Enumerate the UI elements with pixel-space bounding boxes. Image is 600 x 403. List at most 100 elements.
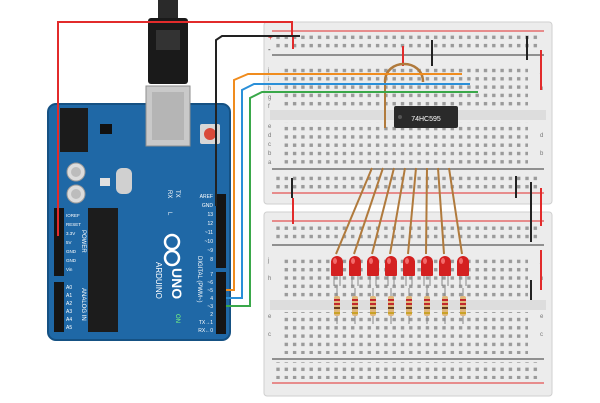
resistor	[334, 288, 340, 324]
digital-header-top	[216, 194, 226, 268]
rx-label: RX	[166, 190, 172, 198]
row-letter: b	[268, 151, 272, 157]
digital-label: DIGITAL (PWM~)	[196, 256, 202, 303]
chip-label: 74HC595	[411, 116, 441, 123]
row-letter: e	[540, 314, 544, 320]
pin-label: A3	[66, 309, 72, 315]
led	[331, 256, 343, 276]
pin-label: ~5	[207, 288, 213, 294]
led	[403, 256, 415, 276]
row-letter: h	[268, 276, 271, 282]
led	[349, 256, 361, 276]
pin-label: Vin	[66, 267, 73, 272]
led-jumper-wire	[335, 167, 373, 255]
pin-label: A1	[66, 293, 72, 299]
rail-jumpers	[291, 36, 542, 300]
analog-label: ANALOG IN	[80, 288, 86, 321]
pin-label: ~3	[207, 304, 213, 310]
pin-label: RESET	[66, 222, 81, 227]
pin-label: 4	[210, 296, 213, 302]
led	[439, 256, 451, 276]
tx-label: TX	[174, 190, 180, 198]
pin-label: 2	[210, 312, 213, 318]
led	[457, 256, 469, 276]
pin-label: GND	[66, 249, 77, 254]
pin-label: A4	[66, 317, 72, 323]
row-letter: c	[540, 332, 543, 338]
usb-cable	[148, 0, 188, 84]
pin-label: GND	[66, 258, 77, 263]
pin-label: A0	[66, 285, 72, 291]
pin-label: ~10	[205, 239, 214, 245]
row-letter: b	[540, 151, 544, 157]
bottom-breadboard: j h e c j h e c	[263, 211, 553, 397]
led-jumper-wire	[371, 167, 395, 255]
power-header	[54, 208, 64, 276]
rail-minus-label: -	[268, 45, 271, 54]
row-letter: j	[267, 68, 269, 74]
resistor	[442, 288, 448, 324]
row-letter: c	[268, 332, 271, 338]
led	[421, 256, 433, 276]
microcontroller-chip	[88, 208, 118, 332]
led-jumper-wire	[407, 167, 417, 255]
on-label: ON	[174, 314, 180, 323]
pin-label: RX←0	[198, 328, 213, 334]
row-letter: i	[268, 77, 269, 83]
arduino-logo	[163, 233, 181, 267]
led	[385, 256, 397, 276]
row-letter: e	[268, 314, 272, 320]
row-letter: e	[268, 124, 272, 130]
resistor	[388, 288, 394, 324]
pin-label: TX→1	[199, 320, 213, 326]
pin-label: A2	[66, 301, 72, 307]
rail-plus-label: +	[268, 33, 273, 42]
pin-label: 3.3V	[66, 231, 75, 236]
shift-register-chip: 74HC595	[394, 106, 458, 128]
resistor	[370, 288, 376, 324]
led-jumper-wire	[425, 167, 428, 255]
pin-label: ~9	[207, 248, 213, 254]
power-label: POWER	[80, 230, 86, 253]
row-letter: j	[267, 258, 269, 264]
row-letter: d	[540, 133, 543, 139]
l-label: L	[166, 212, 172, 216]
brand-label: ARDUINO	[154, 262, 163, 299]
pin-label: IOREF	[66, 213, 80, 218]
dc-jack	[60, 108, 88, 152]
led-jumper-wire	[353, 167, 384, 255]
digital-header-bottom	[216, 272, 226, 334]
resistor	[424, 288, 430, 324]
pin-label: 13	[207, 212, 213, 218]
pin-label: A5	[66, 325, 72, 331]
pin-label: 8	[210, 257, 213, 263]
pin-label: AREF	[200, 194, 213, 200]
pin-label: 12	[207, 221, 213, 227]
led-jumper-wire	[448, 167, 463, 255]
arduino-board: ARDUINO UNO DIGITAL (PWM~) ANALOG IN POW…	[47, 85, 231, 341]
row-letter: a	[268, 160, 272, 166]
row-letter: g	[268, 95, 271, 101]
crystal	[116, 168, 132, 194]
pin-label: 7	[210, 272, 213, 278]
signal-wires	[57, 21, 478, 307]
pin-label: ~11	[205, 230, 213, 236]
resistor	[460, 288, 466, 324]
led-array	[331, 167, 469, 324]
model-label: UNO	[169, 268, 185, 299]
row-letter: f	[268, 104, 270, 110]
resistor	[406, 288, 412, 324]
pin-label: 5V	[66, 240, 72, 245]
resistor	[352, 288, 358, 324]
top-breadboard: j i h g f e d c b a j h d b + -	[263, 21, 553, 205]
led-jumper-wire	[437, 167, 445, 255]
led-jumper-wire	[389, 167, 406, 255]
pin-label: ~6	[207, 280, 213, 286]
row-letter: d	[268, 133, 271, 139]
pin-label: GND	[202, 203, 214, 209]
analog-header	[54, 282, 64, 332]
led	[367, 256, 379, 276]
row-letter: h	[268, 86, 271, 92]
jumper-loop	[383, 62, 425, 83]
